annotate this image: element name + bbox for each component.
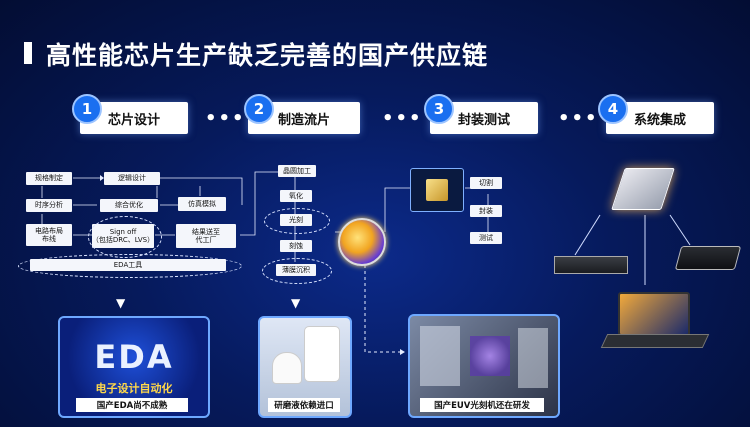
eda-caption: 国产EDA尚不成熟 bbox=[76, 398, 188, 412]
title-accent-bar bbox=[24, 42, 32, 64]
flow-box-deposit: 薄膜沉积 bbox=[276, 264, 316, 276]
flow-box-pack: 封装 bbox=[470, 205, 502, 217]
litho-highlight bbox=[264, 208, 330, 234]
euv-caption: 国产EUV光刻机还在研发 bbox=[420, 398, 544, 412]
laptop-image bbox=[618, 292, 690, 336]
step-number: 1 bbox=[72, 94, 102, 124]
step-number: 4 bbox=[598, 94, 628, 124]
step-connector-dots: ••• bbox=[205, 108, 246, 129]
step-packaging: 封装测试 bbox=[430, 102, 538, 134]
arrow-down-icon: ▼ bbox=[116, 296, 126, 310]
step-number: 2 bbox=[244, 94, 274, 124]
handheld-image bbox=[674, 246, 742, 270]
flow-box-synth: 综合优化 bbox=[100, 199, 158, 212]
step-connector-dots: ••• bbox=[558, 108, 599, 129]
flow-box-tapeout: 结果送至 代工厂 bbox=[176, 224, 236, 248]
flow-box-test: 测试 bbox=[470, 232, 502, 244]
eda-big-text: EDA bbox=[94, 338, 174, 376]
step-label: 系统集成 bbox=[633, 112, 686, 128]
flow-box-timing: 时序分析 bbox=[26, 199, 72, 212]
flow-box-logic: 逻辑设计 bbox=[104, 172, 160, 185]
slurry-caption: 研磨液依赖进口 bbox=[268, 398, 340, 412]
eda-highlight bbox=[18, 254, 242, 278]
server-image bbox=[554, 256, 628, 274]
flow-box-wafer: 晶圆加工 bbox=[278, 165, 316, 177]
step-connector-dots: ••• bbox=[382, 108, 423, 129]
chip-image bbox=[410, 168, 464, 212]
flow-box-spec: 规格制定 bbox=[26, 172, 72, 185]
flow-box-cut: 切割 bbox=[470, 177, 502, 189]
eda-sub-text: 电子设计自动化 bbox=[95, 382, 173, 395]
deposit-highlight bbox=[262, 258, 332, 284]
arrow-down-icon: ▼ bbox=[291, 296, 301, 310]
signoff-highlight bbox=[88, 216, 162, 258]
flow-box-pnr: 电路布局 布线 bbox=[26, 224, 72, 246]
flow-box-sim: 仿真模拟 bbox=[178, 197, 226, 211]
flow-box-litho: 光刻 bbox=[280, 214, 312, 226]
step-label: 芯片设计 bbox=[107, 112, 160, 128]
flow-box-eda: EDA工具 bbox=[30, 259, 226, 271]
step-number: 3 bbox=[424, 94, 454, 124]
laptop-base-image bbox=[600, 334, 710, 348]
wafer-image bbox=[338, 218, 386, 266]
step-label: 制造流片 bbox=[277, 112, 330, 128]
flow-box-etch: 刻蚀 bbox=[280, 240, 312, 252]
step-label: 封装测试 bbox=[457, 112, 510, 128]
page-title: 高性能芯片生产缺乏完善的国产供应链 bbox=[46, 41, 489, 70]
flow-box-oxidation: 氧化 bbox=[280, 190, 312, 202]
